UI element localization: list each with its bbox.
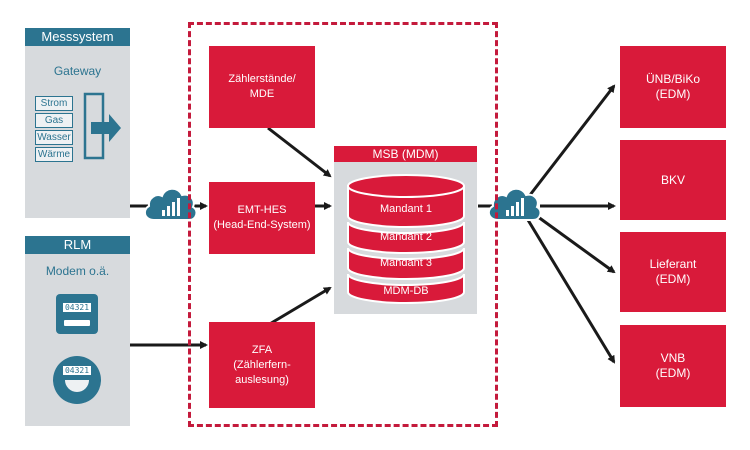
modem-label: Modem o.ä. [45,264,110,278]
cloud-icon [143,187,198,221]
rlm-title: RLM [25,236,130,254]
round-meter-display: 04321 [62,365,92,376]
gateway-label: Gateway [53,64,102,78]
messsystem-panel: Messsystem Gateway Strom Gas Wasser Wärm… [25,28,130,218]
cloud-icon [487,187,542,221]
zaehlerstaende-label: Zählerstände/ MDE [228,73,296,100]
msb-dashed-frame [188,22,498,427]
target-lieferant-label: Lieferant (EDM) [649,257,697,286]
target-uenb-biko-label: ÜNB/BiKo (EDM) [645,72,701,101]
msb-mdm-title: MSB (MDM) [334,146,477,162]
meter-slot [64,320,90,326]
round-meter-dial [65,380,89,392]
meter-icon: 04321 [56,294,98,334]
rlm-panel: RLM Modem o.ä. 04321 04321 [25,236,130,426]
zfa-label: ZFA (Zählerfern- auslesung) [233,343,291,386]
target-bkv-label: BKV [660,172,685,187]
line-to-uenb [528,84,616,196]
db-layer-mandant-3: Mandant 3 [380,257,432,269]
gateway-item-waerme: Wärme [35,147,73,162]
target-vnb: VNB (EDM) [620,325,726,407]
db-layer-mdm-db: MDM-DB [383,285,429,297]
target-bkv: BKV [620,140,726,220]
msb-mdm-panel: MSB (MDM) Mandant 1 Mandant 2 Mandant 3 … [334,146,477,314]
meter-display: 04321 [62,302,92,313]
target-lieferant: Lieferant (EDM) [620,232,726,312]
line-to-lieferant [533,212,616,274]
zfa-box: ZFA (Zählerfern- auslesung) [209,322,315,408]
gateway-arrow-icon [83,92,121,160]
line-zaehler-to-msb [267,126,332,178]
messsystem-title: Messsystem [25,28,130,46]
db-layer-mandant-1: Mandant 1 [380,203,432,215]
gateway-item-strom: Strom [35,96,73,111]
target-vnb-label: VNB (EDM) [655,351,691,380]
emt-hes-label: EMT-HES (Head-End-System) [213,204,311,231]
gateway-item-wasser: Wasser [35,130,73,145]
db-layer-mandant-2: Mandant 2 [380,231,432,243]
target-uenb-biko: ÜNB/BiKo (EDM) [620,46,726,128]
gateway-item-gas: Gas [35,113,73,128]
emt-hes-box: EMT-HES (Head-End-System) [209,182,315,254]
round-meter-icon: 04321 [53,356,101,404]
line-zfa-to-msb [267,286,332,327]
line-to-vnb [526,219,616,364]
zaehlerstaende-box: Zählerstände/ MDE [209,46,315,128]
database-icon [347,174,465,304]
